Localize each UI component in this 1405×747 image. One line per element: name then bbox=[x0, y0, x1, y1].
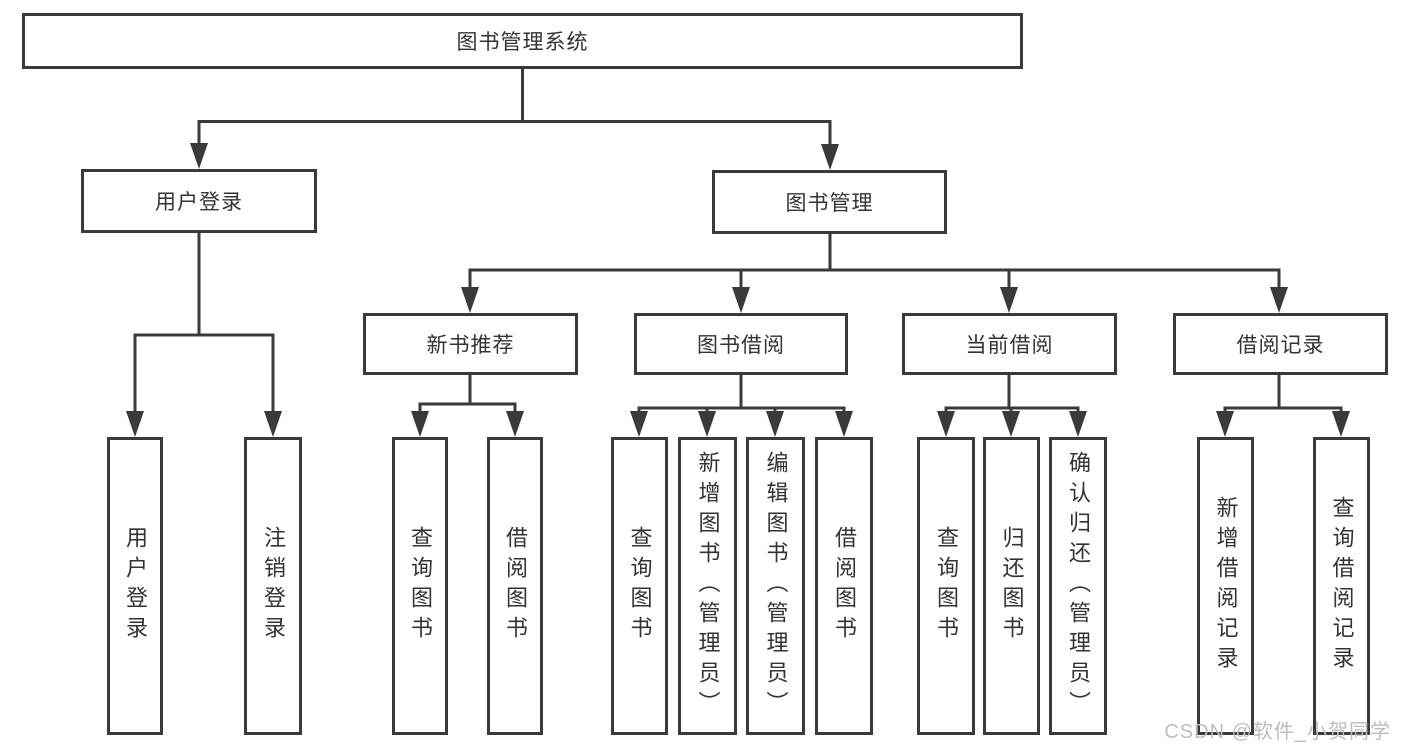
node-library-management-system: 图书管理系统 bbox=[22, 13, 1023, 69]
leaf-label: 查询图书 bbox=[934, 526, 959, 646]
node-new-book-recommend: 新书推荐 bbox=[363, 313, 578, 375]
leaf-label: 借阅图书 bbox=[832, 526, 857, 646]
leaf-newbook-borrow-books: 借阅图书 bbox=[487, 437, 543, 735]
leaf-label: 新增图书（管理员） bbox=[695, 451, 721, 721]
leaf-records-query-borrow-record: 查询借阅记录 bbox=[1313, 437, 1370, 735]
leaf-label: 查询图书 bbox=[627, 526, 653, 646]
leaf-current-confirm-return-admin: 确认归还（管理员） bbox=[1049, 437, 1107, 735]
leaf-borrowing-borrow-books: 借阅图书 bbox=[815, 437, 873, 735]
leaf-label: 借阅图书 bbox=[503, 526, 528, 646]
csdn-watermark: CSDN @软件_小贺同学 bbox=[1164, 721, 1391, 743]
leaf-label: 查询借阅记录 bbox=[1329, 496, 1355, 676]
node-user-login: 用户登录 bbox=[81, 169, 317, 233]
leaf-borrowing-query-books: 查询图书 bbox=[611, 437, 668, 735]
leaf-newbook-query-books: 查询图书 bbox=[392, 437, 448, 735]
node-borrowing-records: 借阅记录 bbox=[1173, 313, 1388, 375]
node-book-borrowing: 图书借阅 bbox=[634, 313, 848, 375]
leaf-user-login: 用户登录 bbox=[107, 437, 163, 735]
leaf-label: 查询图书 bbox=[408, 526, 433, 646]
leaf-label: 归还图书 bbox=[999, 526, 1025, 646]
node-book-management: 图书管理 bbox=[712, 170, 947, 234]
leaf-current-query-books: 查询图书 bbox=[917, 437, 975, 735]
leaf-current-return-books: 归还图书 bbox=[983, 437, 1040, 735]
leaf-logout-login: 注销登录 bbox=[244, 437, 302, 735]
leaf-label: 注销登录 bbox=[261, 526, 286, 646]
leaf-label: 确认归还（管理员） bbox=[1066, 451, 1091, 721]
leaf-borrowing-add-books-admin: 新增图书（管理员） bbox=[678, 437, 737, 735]
leaf-label: 用户登录 bbox=[123, 526, 148, 646]
leaf-label: 新增借阅记录 bbox=[1213, 496, 1239, 676]
leaf-borrowing-edit-books-admin: 编辑图书（管理员） bbox=[746, 437, 805, 735]
leaf-records-add-borrow-record: 新增借阅记录 bbox=[1197, 437, 1254, 735]
node-current-borrowing: 当前借阅 bbox=[902, 313, 1117, 375]
leaf-label: 编辑图书（管理员） bbox=[763, 451, 789, 721]
